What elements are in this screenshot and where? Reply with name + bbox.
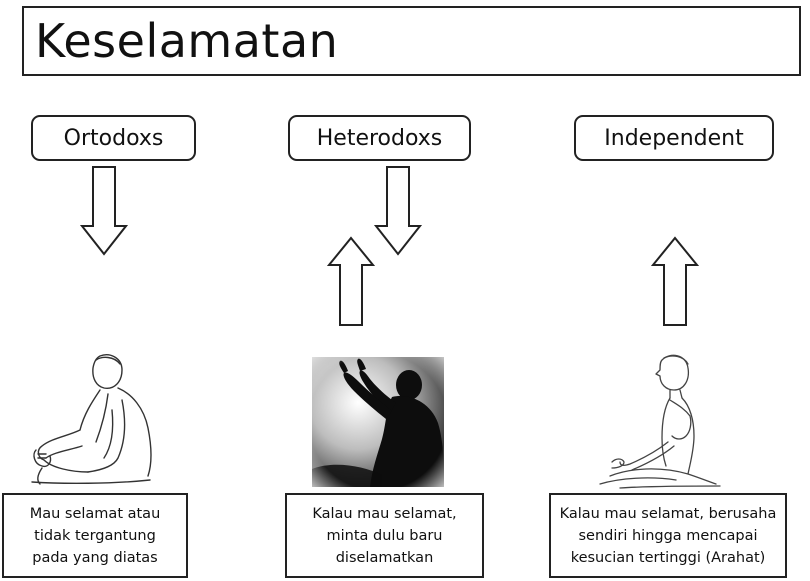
description-line: tidak tergantung	[34, 527, 156, 544]
description-line: Mau selamat atau	[29, 505, 161, 522]
praying-silhouette-photo	[312, 357, 444, 487]
description-line: sendiri hingga mencapai	[578, 527, 758, 544]
meditating-person-illustration	[599, 354, 721, 489]
description-independent: Kalau mau selamat, berusaha sendiri hing…	[549, 493, 787, 578]
description-ortodoxs: Mau selamat atau tidak tergantung pada y…	[2, 493, 188, 578]
description-line: pada yang diatas	[32, 549, 158, 566]
description-line: Kalau mau selamat,	[312, 505, 457, 522]
description-line: kesucian tertinggi (Arahat)	[570, 549, 766, 566]
title-box: Keselamatan	[22, 6, 801, 76]
description-line: minta dulu baru	[326, 527, 443, 544]
description-line: Kalau mau selamat, berusaha	[559, 505, 777, 522]
arrow-up-icon	[650, 236, 700, 326]
page-title: Keselamatan	[35, 14, 339, 68]
category-label: Ortodoxs	[63, 125, 164, 151]
sitting-person-illustration	[31, 354, 152, 485]
category-independent: Independent	[574, 115, 774, 161]
description-heterodoxs: Kalau mau selamat, minta dulu baru disel…	[285, 493, 484, 578]
arrow-down-icon	[79, 166, 129, 256]
category-heterodoxs: Heterodoxs	[288, 115, 471, 161]
arrow-up-icon	[326, 236, 376, 326]
category-ortodoxs: Ortodoxs	[31, 115, 196, 161]
arrow-down-icon	[373, 166, 423, 256]
category-label: Independent	[604, 125, 744, 151]
description-line: diselamatkan	[335, 549, 434, 566]
category-label: Heterodoxs	[316, 125, 443, 151]
